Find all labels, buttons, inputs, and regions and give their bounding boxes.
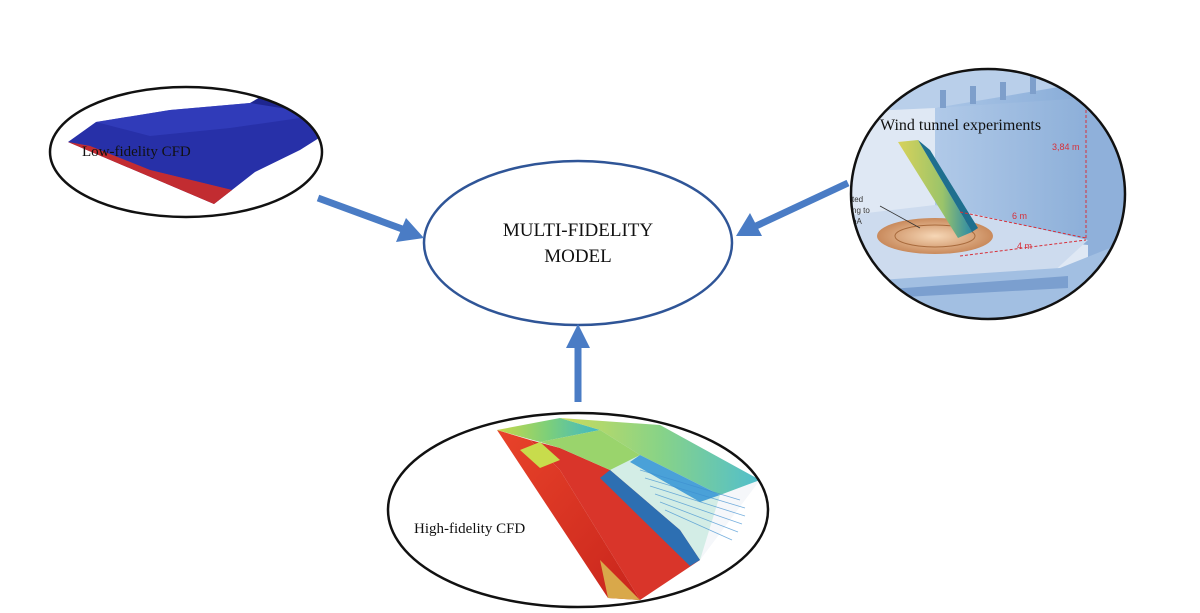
callout-leader — [879, 205, 921, 229]
high-fidelity-wing-image — [497, 418, 760, 600]
wind-tunnel-node: 3,84 m 6 m 4 m ted ng to oA Wind tunnel … — [849, 67, 1127, 321]
multi-fidelity-model-node: MULTI-FIDELITY MODEL — [422, 159, 734, 327]
model-title-line1: MULTI-FIDELITY — [503, 220, 653, 241]
dim-width-label: 4 m — [1017, 241, 1032, 251]
model-blade — [898, 140, 972, 238]
dim-depth-label: 6 m — [1012, 211, 1027, 221]
dim-line-width — [959, 239, 1087, 257]
dim-line-depth — [959, 211, 1087, 239]
wind-tunnel-label: Wind tunnel experiments — [880, 117, 1041, 134]
high-fidelity-ellipse — [386, 411, 770, 609]
low-fidelity-node: Low-fidelity CFD — [48, 85, 324, 219]
arrow-high-to-model — [566, 324, 590, 402]
callout-text: ted ng to oA — [852, 195, 872, 226]
high-fidelity-node: High-fidelity CFD — [386, 411, 770, 609]
model-ellipse — [422, 159, 734, 327]
low-fidelity-label: Low-fidelity CFD — [82, 144, 191, 160]
arrow-wind-to-model — [736, 179, 850, 236]
turntable — [877, 218, 993, 254]
low-fidelity-ellipse — [48, 85, 324, 219]
arrow-low-to-model — [316, 194, 424, 242]
wind-tunnel-ellipse — [849, 67, 1127, 321]
model-title-line2: MODEL — [544, 246, 612, 267]
arrows — [316, 179, 850, 402]
high-fidelity-label: High-fidelity CFD — [414, 521, 525, 537]
streamlines — [639, 469, 746, 541]
dim-height-label: 3,84 m — [1052, 142, 1080, 152]
